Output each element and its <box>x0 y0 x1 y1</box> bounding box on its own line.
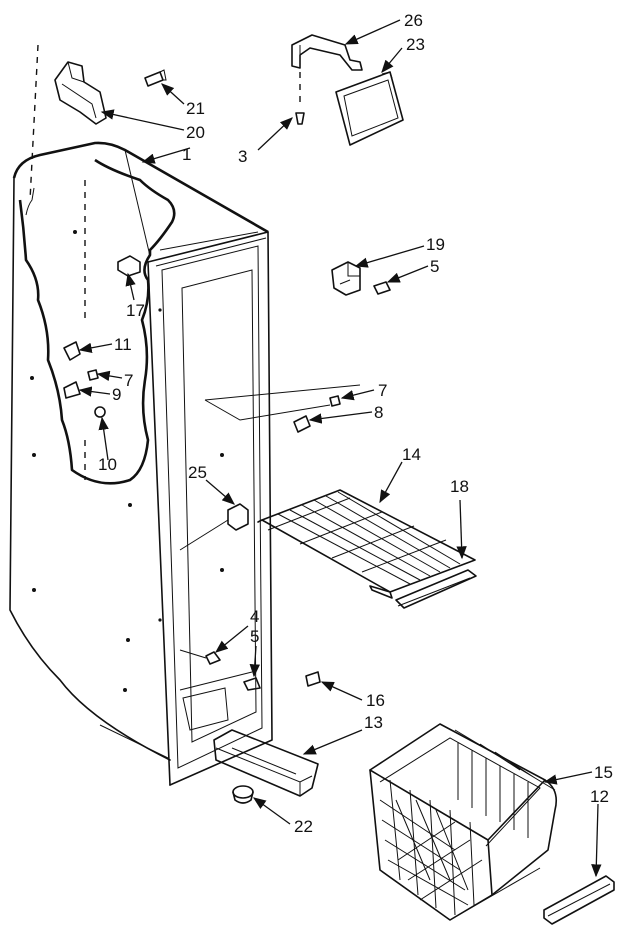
bracket-25 <box>227 503 249 531</box>
switch-19 <box>331 261 361 296</box>
callout-4: 4 <box>250 607 259 626</box>
clip-11 <box>63 341 81 361</box>
callout-7-right: 7 <box>378 381 387 400</box>
callout-17: 17 <box>126 301 145 320</box>
callout-20: 20 <box>186 123 205 142</box>
screw-10 <box>94 406 106 418</box>
clip-4 <box>205 651 221 665</box>
wire-shelf-14 <box>257 489 476 599</box>
callout-15: 15 <box>594 763 613 782</box>
screw-3 <box>295 112 305 125</box>
screw-21 <box>144 69 167 87</box>
top-hinge-26 <box>291 34 363 108</box>
callout-26: 26 <box>404 11 423 30</box>
screw-5-bottom <box>243 677 261 691</box>
clip-17 <box>117 255 141 277</box>
callout-5-bottom: 5 <box>250 627 259 646</box>
callout-1: 1 <box>182 145 191 164</box>
callout-12: 12 <box>590 787 609 806</box>
callout-5-top: 5 <box>430 257 439 276</box>
assembly-line-7 <box>204 384 361 421</box>
cap-22 <box>232 785 254 804</box>
freezer-liner <box>9 44 273 786</box>
callout-9: 9 <box>112 385 121 404</box>
callout-25: 25 <box>188 463 207 482</box>
callout-23: 23 <box>406 35 425 54</box>
callout-21: 21 <box>186 99 205 118</box>
callout-16: 16 <box>366 691 385 710</box>
basket-trim-12 <box>543 875 615 925</box>
callout-7-left: 7 <box>124 371 133 390</box>
hinge-bracket <box>54 61 107 125</box>
clip-8 <box>293 415 311 433</box>
clip-9 <box>63 381 81 399</box>
screw-5-top <box>373 281 391 295</box>
callout-10: 10 <box>98 455 117 474</box>
shelf-trim-18 <box>395 569 477 609</box>
callout-13: 13 <box>364 713 383 732</box>
callout-14: 14 <box>402 445 421 464</box>
clip-7-left <box>87 369 99 381</box>
leader-lines <box>78 19 602 878</box>
cover-23 <box>335 71 404 146</box>
callout-19: 19 <box>426 235 445 254</box>
callout-22: 22 <box>294 817 313 836</box>
callout-8: 8 <box>374 403 383 422</box>
callout-11: 11 <box>114 335 132 354</box>
clip-7-right <box>329 395 341 407</box>
wire-basket-15 <box>369 723 558 921</box>
assembly-line-25 <box>179 519 229 551</box>
callout-18: 18 <box>450 477 469 496</box>
callout-labels: 1 3 4 5 5 7 7 8 9 10 11 12 13 14 15 16 1… <box>98 11 613 836</box>
screw-16 <box>305 671 321 687</box>
trim-13 <box>213 729 319 797</box>
callout-3: 3 <box>238 147 247 166</box>
